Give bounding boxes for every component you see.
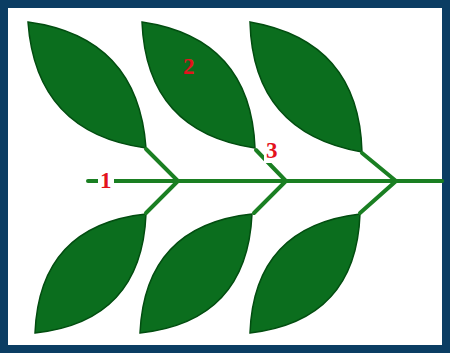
leaflet: [140, 214, 252, 333]
leaflets: [28, 22, 362, 333]
leaflet: [250, 214, 360, 333]
callout-number: 3: [264, 139, 280, 163]
petiole-pair: [146, 149, 178, 213]
petiole-pair: [360, 153, 396, 213]
callout-number: 2: [181, 55, 197, 79]
leaflet: [142, 22, 255, 148]
leaflet: [35, 214, 146, 333]
leaflet: [28, 22, 146, 148]
callout-number: 1: [98, 169, 114, 193]
white-ground: [8, 8, 442, 345]
main-stalk: [88, 179, 442, 183]
leaflet: [250, 22, 362, 152]
